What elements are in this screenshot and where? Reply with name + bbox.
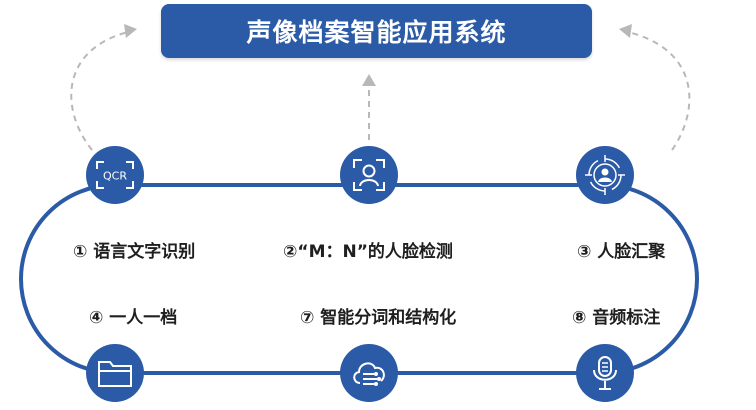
segmentation-node [340, 344, 398, 402]
label-segmentation: ⑦ 智能分词和结构化 [300, 308, 457, 328]
face-gather-node [576, 146, 634, 204]
face-detect-node [340, 146, 398, 204]
dashed-arc-left [70, 31, 129, 151]
microphone-icon [593, 356, 617, 390]
folder-icon [98, 361, 132, 387]
ocr-icon: QCR [96, 161, 134, 189]
system-title: 声像档案智能应用系统 [246, 18, 507, 47]
label-face-detect: ②“M：N”的人脸检测 [283, 242, 453, 262]
dashed-arc-right [627, 31, 691, 151]
audio-node [576, 344, 634, 402]
archive-node [86, 344, 144, 402]
label-ocr: ① 语言文字识别 [73, 242, 196, 262]
arrowhead-right [619, 24, 632, 38]
ocr-node: QCR [86, 146, 144, 204]
system-title-box: 声像档案智能应用系统 [161, 4, 592, 58]
svg-text:QCR: QCR [103, 170, 127, 183]
arrowhead-left [124, 24, 137, 38]
arrowhead-center [362, 74, 376, 86]
label-face-gather: ③ 人脸汇聚 [577, 242, 666, 262]
face-scan-icon [353, 159, 385, 191]
label-audio-annotation: ⑧ 音频标注 [572, 308, 661, 328]
cloud-network-icon [353, 362, 385, 386]
face-target-icon [585, 155, 625, 195]
label-one-person-one-file: ④ 一人一档 [89, 308, 178, 328]
